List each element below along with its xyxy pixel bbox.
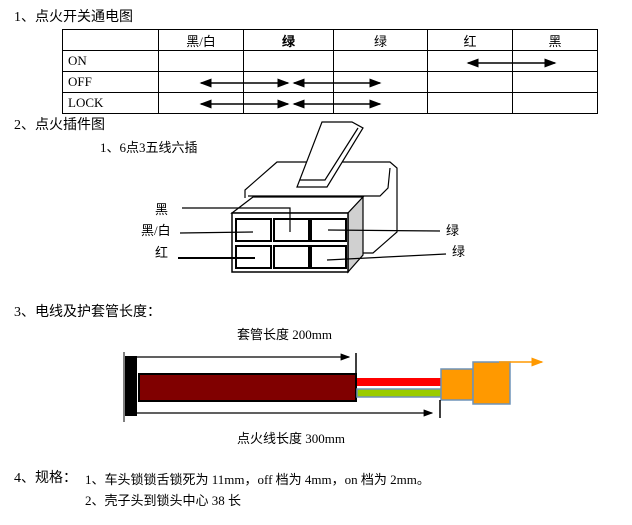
row-label: LOCK: [62, 92, 159, 114]
terminal-2: [472, 361, 511, 405]
ignition-switch-table: 黑/白 绿 绿 红 黑 ON OFF LOCK: [62, 29, 598, 114]
red-wire: [357, 378, 441, 386]
connector-latch: [296, 121, 364, 188]
wire-diagram: [123, 352, 544, 422]
section4-title: 4、规格：: [14, 471, 77, 486]
row-label: OFF: [62, 71, 159, 93]
label-green-1: 绿: [446, 223, 460, 238]
table-header-row: 黑/白 绿 绿 红 黑: [62, 29, 598, 51]
terminal-1: [440, 368, 474, 401]
connector-drawing: [178, 121, 447, 274]
sleeve-length-label: 套管长度 200mm: [237, 327, 332, 342]
spec-item: 1、车头锁锁舌锁死为 11mm，off 档为 4mm，on 档为 2mm。: [85, 472, 430, 487]
label-red: 红: [155, 245, 169, 260]
section1-title: 1、点火开关通电图: [14, 10, 133, 25]
table-row: LOCK: [62, 92, 598, 114]
section2-subtitle: 1、6点3五线六插: [100, 140, 198, 155]
green-wire: [356, 388, 442, 398]
section3-title: 3、电线及护套管长度：: [14, 305, 161, 320]
label-green-2: 绿: [452, 244, 466, 259]
spec-item: 2、壳子头到锁头中心 38 长: [85, 493, 242, 508]
wire-length-label: 点火线长度 300mm: [237, 431, 345, 446]
section2-title: 2、点火插件图: [14, 118, 105, 133]
header-cell: 红: [427, 29, 513, 51]
wire-end-cap: [125, 356, 137, 416]
label-black: 黑: [155, 202, 169, 217]
sleeve: [138, 373, 357, 402]
label-black-white: 黑/白: [141, 223, 171, 238]
